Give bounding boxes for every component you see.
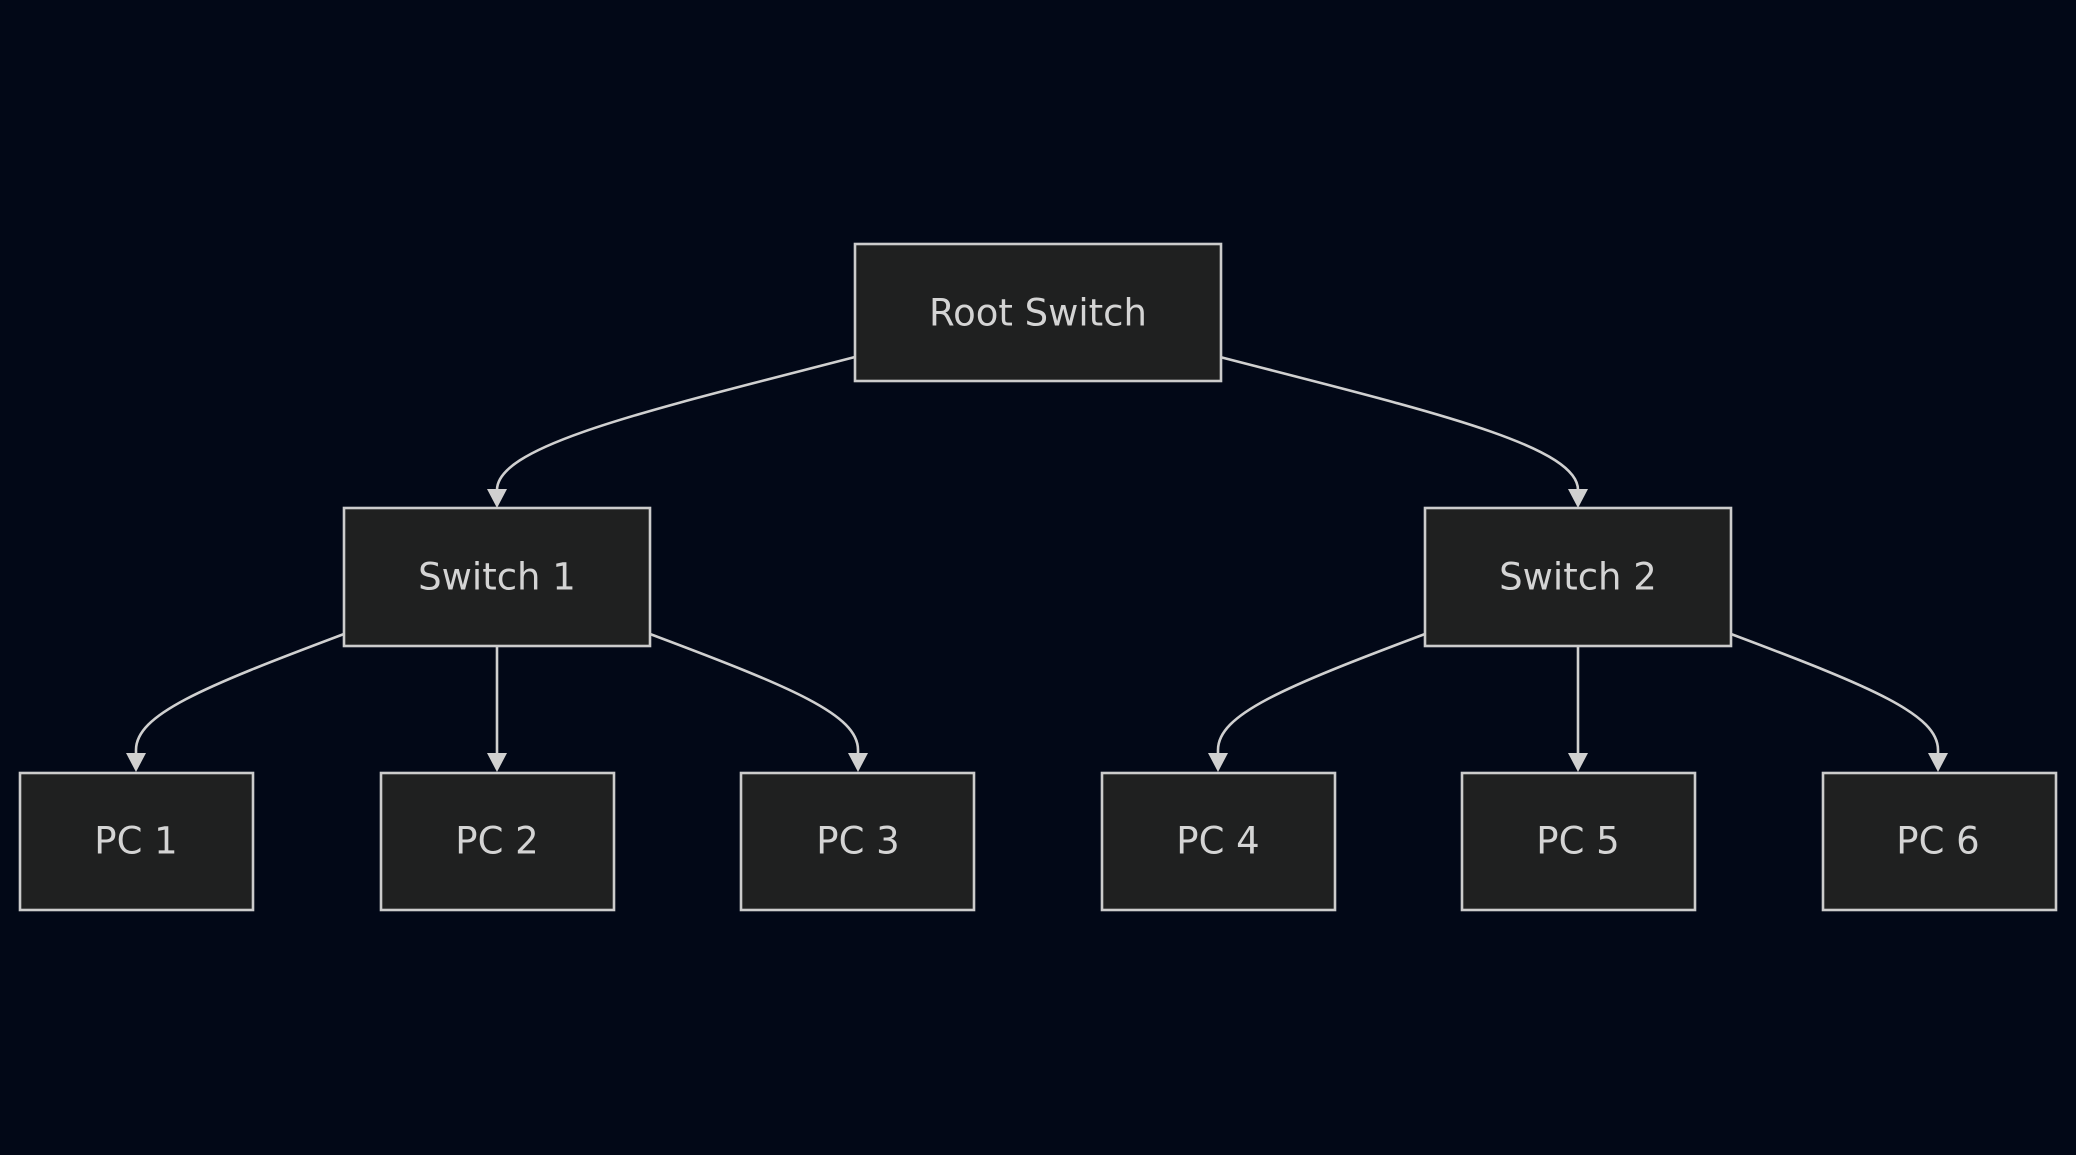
node-switch-2[interactable]: Switch 2: [1423, 506, 1733, 648]
edge-root-to-switch-1: [495, 355, 856, 503]
node-label: PC 5: [1536, 820, 1619, 863]
node-switch-1[interactable]: Switch 1: [342, 506, 652, 648]
arrowhead-pc-6: [1928, 753, 1948, 772]
node-label: Switch 2: [1499, 556, 1657, 599]
node-label: Root Switch: [929, 292, 1147, 335]
edges-layer: [126, 355, 1948, 772]
arrowhead-switch-2: [1568, 489, 1588, 508]
node-label: PC 6: [1896, 820, 1979, 863]
arrowhead-pc-4: [1208, 753, 1228, 772]
node-label: PC 2: [455, 820, 538, 863]
arrowhead-switch-1: [487, 489, 507, 508]
node-pc-5[interactable]: PC 5: [1460, 771, 1697, 912]
node-pc-3[interactable]: PC 3: [739, 771, 976, 912]
edge-switch-1-to-pc-3: [649, 632, 860, 767]
node-label: PC 3: [816, 820, 899, 863]
node-label: PC 4: [1176, 820, 1259, 863]
node-pc-6[interactable]: PC 6: [1821, 771, 2058, 912]
node-label: PC 1: [94, 820, 177, 863]
edge-switch-2-to-pc-4: [1216, 632, 1426, 767]
edge-root-to-switch-2: [1219, 355, 1580, 503]
nodes-layer: Root Switch Switch 1 Switch 2 PC 1 PC 2 …: [18, 242, 2058, 912]
arrowhead-pc-5: [1568, 753, 1588, 772]
arrowhead-pc-3: [848, 753, 868, 772]
node-pc-2[interactable]: PC 2: [379, 771, 616, 912]
node-root-switch[interactable]: Root Switch: [853, 242, 1223, 383]
arrowhead-pc-2: [487, 753, 507, 772]
edge-switch-2-to-pc-6: [1730, 632, 1940, 767]
arrowhead-pc-1: [126, 753, 146, 772]
edge-switch-1-to-pc-1: [134, 632, 345, 767]
node-label: Switch 1: [418, 556, 576, 599]
node-pc-1[interactable]: PC 1: [18, 771, 255, 912]
node-pc-4[interactable]: PC 4: [1100, 771, 1337, 912]
